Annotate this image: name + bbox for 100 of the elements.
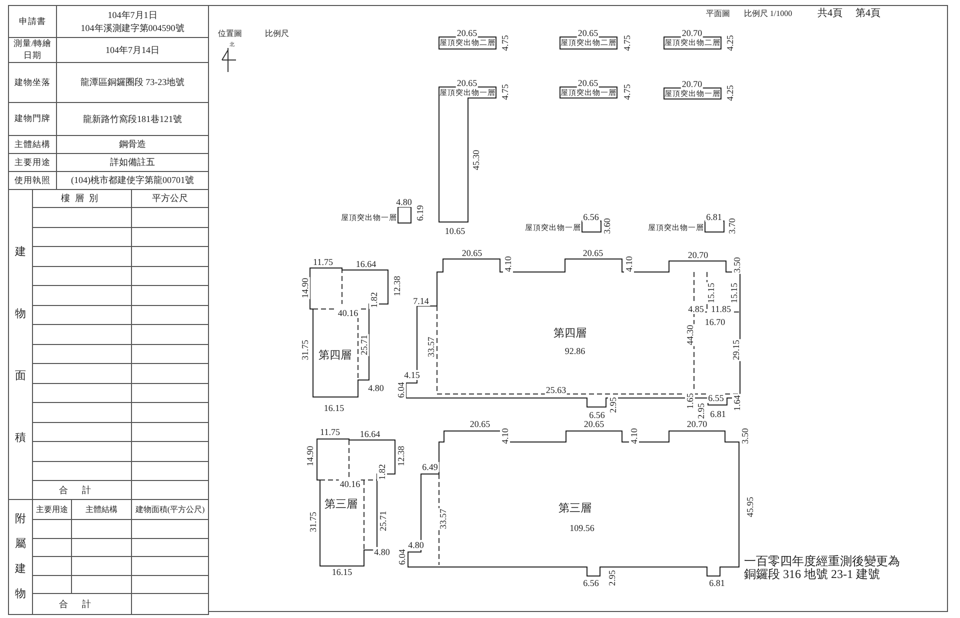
dimension-label: 16.15 [322,403,346,413]
dimension-label: 33.57 [438,508,448,530]
dimension-label: 11.75 [319,427,341,437]
dimension-label: 25.63 [544,385,568,395]
dimension-label: 12.38 [392,274,402,298]
field-value: 104年7月1日 [106,8,158,22]
roof-structure-outline [522,221,601,232]
dimension-label: 11.85 [710,304,732,314]
section-heading: 建物面積 [14,244,26,446]
dimension-label: 7.14 [412,296,430,306]
dimension-label: 15.15 [706,282,716,304]
floor-name: 第四層 [554,326,586,340]
dimension-label: 20.65 [582,419,606,429]
dimension-label: 1.82 [377,463,387,481]
scale-label: 比例尺 1/1000 [742,9,794,19]
field-label: 申請書 [8,6,56,38]
dimension-label: 3.50 [740,427,750,445]
dimension-label: 4.75 [622,34,632,52]
dimension-label: 6.55 [707,393,725,403]
dimension-label: 10.65 [444,226,466,236]
dimension-label: 4.75 [622,83,632,101]
dimension-label: 20.70 [686,419,708,429]
field-value: 104年溪測建字第004590號 [80,22,186,34]
field-value: 鋼骨造 [56,136,209,154]
field-label: 主要用途 [8,154,56,172]
dimension-label: 16.64 [358,429,382,439]
dimension-label: 20.70 [680,79,704,89]
dimension-label: 2.95 [608,396,618,414]
dimension-label: 33.57 [426,336,436,358]
dimension-label: 25.71 [378,510,388,532]
floor-name: 第三層 [324,498,358,512]
area-value: 109.56 [570,523,594,533]
column-header: 主體結構 [72,500,132,520]
dimension-label: 6.56 [582,212,600,222]
field-label: 測量/轉繪日期 [8,38,56,62]
dimension-label: 15.15 [729,282,739,304]
map-title: 位置圖 [217,29,243,39]
dimension-label: 3.50 [732,256,742,274]
dimension-label: 4.10 [624,255,634,273]
column-header: 建物面積(平方公尺) [132,500,209,520]
page-count: 共4頁 [816,9,844,19]
dimension-label: 25.71 [359,334,369,356]
page-number: 第4頁 [854,9,882,19]
dimension-label: 45.30 [471,148,481,172]
dimension-label: 14.90 [305,444,315,468]
dimension-label: 2.95 [696,402,706,420]
dimension-label: 6.04 [397,548,407,566]
field-value: 104年7月14日 [56,38,209,62]
floor-plan-outline [317,439,395,566]
dimension-label: 14.90 [300,276,310,300]
dimension-label: 16.70 [704,317,726,327]
dimension-label: 16.64 [354,259,378,269]
dimension-label: 6.04 [396,381,406,399]
dimension-label: 1.82 [369,291,379,309]
dimension-label: 29.15 [731,338,741,362]
dimension-label: 4.80 [395,197,413,207]
dimension-label: 6.81 [708,578,726,588]
field-label: 主體結構 [8,136,56,154]
dimension-label: 20.65 [468,419,492,429]
floor-plan-outline [310,268,388,397]
dimension-label: 4.75 [500,83,510,101]
section-heading: 附屬建物 [14,512,26,602]
dimension-label: 40.16 [336,308,360,318]
area-value: 92.86 [564,346,586,356]
dimension-label: 44.30 [685,324,695,346]
dimension-label: 2.95 [607,569,617,587]
dimension-label: 31.75 [308,510,318,534]
dimension-label: 11.75 [312,257,334,267]
dimension-label: 3.70 [727,217,737,235]
dimension-label: 4.10 [629,427,639,445]
floor-name: 第三層 [558,502,592,516]
field-label: 建物坐落 [8,62,56,102]
dimension-label: 31.75 [300,338,310,362]
dimension-label: 1.65 [685,392,695,410]
dimension-label: 4.25 [725,84,735,102]
field-value: 龍潭區銅鑼圈段 73-23地號 [56,62,209,102]
roof-structure-outline [340,207,411,223]
field-value: 龍新路竹窩段181巷121號 [56,102,209,136]
dimension-label: 45.95 [745,496,755,518]
dimension-label: 20.65 [576,28,600,38]
dimension-label: 20.70 [680,28,704,38]
dimension-label: 6.49 [421,462,439,472]
plan-title: 平面圖 [705,9,731,19]
dimension-label: 20.65 [582,248,604,258]
dimension-label: 4.10 [503,255,513,273]
roof-structure-outline [439,87,496,222]
dimension-label: 4.85 [687,304,705,314]
field-label: 使用執照 [8,172,56,190]
total-label: 合計 [32,594,132,614]
dimension-label: 20.65 [576,78,600,88]
dimension-label: 4.75 [500,34,510,52]
dimension-label: 40.16 [338,479,362,489]
column-header: 樓層別 [32,190,132,208]
dimension-label: 20.65 [460,248,484,258]
column-header: 平方公尺 [132,190,209,208]
dimension-label: 20.65 [456,28,478,38]
dimension-label: 4.15 [403,370,421,380]
scale-label: 比例尺 [264,29,290,39]
dimension-label: 4.80 [373,547,391,557]
dimension-label: 12.38 [396,444,406,468]
